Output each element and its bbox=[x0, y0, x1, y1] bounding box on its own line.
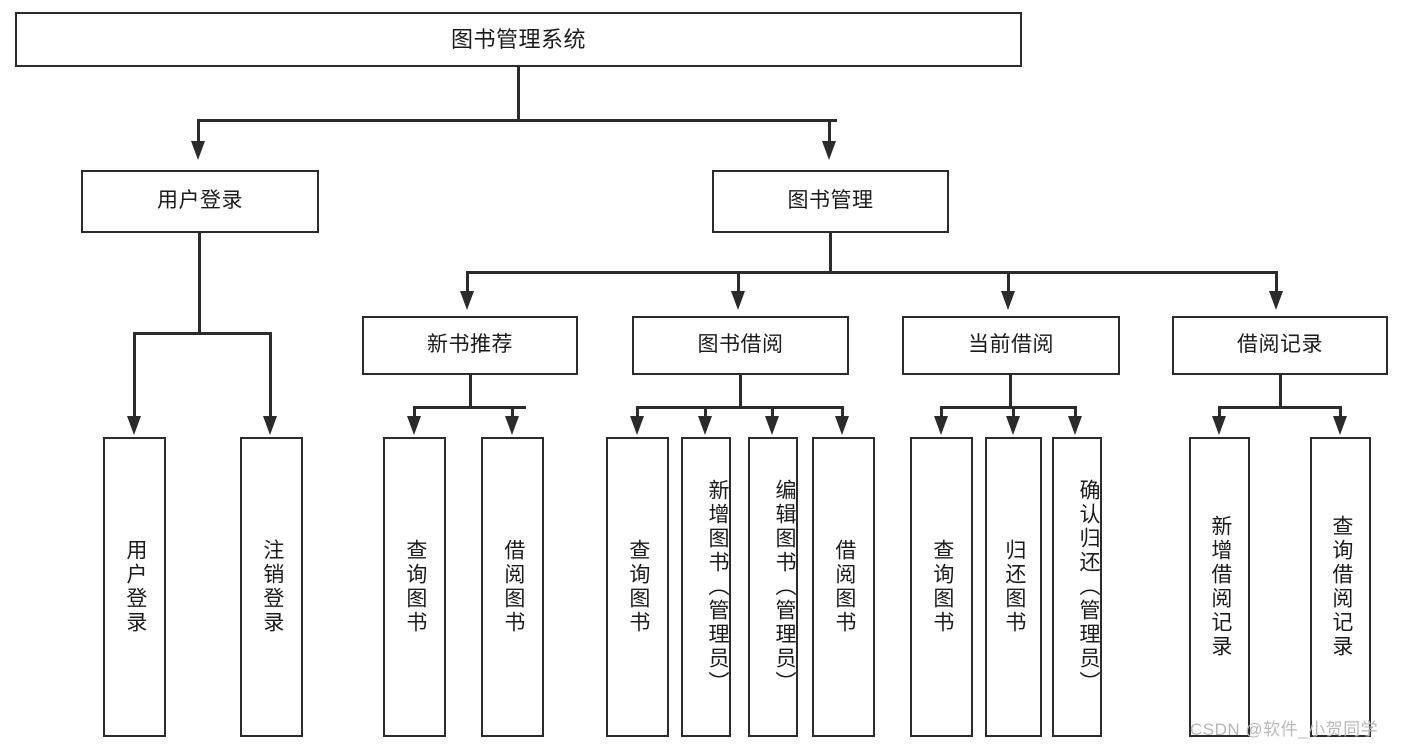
arrow-user-login-to-leaf-1 bbox=[127, 416, 141, 435]
connector-user-login-to-leaf-2 bbox=[269, 332, 272, 418]
node-book-borrowing[interactable]: 图书借阅 bbox=[632, 316, 849, 375]
arrow-current-borrow-to-leaf-2 bbox=[1006, 416, 1020, 435]
arrow-borrow-record-to-leaf-1 bbox=[1212, 416, 1226, 435]
connector-book-borrow-stem bbox=[739, 375, 742, 408]
connector-book-borrow-bus bbox=[636, 406, 844, 409]
connector-borrow-record-stem bbox=[1279, 375, 1282, 408]
leaf-node-add-book-admin[interactable]: 新增图书（管理员） bbox=[681, 437, 731, 737]
connector-new-book-rec-stem bbox=[469, 375, 472, 408]
connector-current-borrow-bus bbox=[940, 406, 1077, 409]
connector-book-manage-to-book-borrow bbox=[737, 271, 740, 293]
leaf-node-query-book-recommendation[interactable]: 查询图书 bbox=[383, 437, 446, 737]
leaf-node-query-borrow-record[interactable]: 查询借阅记录 bbox=[1310, 437, 1371, 737]
node-new-book-recommendation[interactable]: 新书推荐 bbox=[362, 316, 578, 375]
node-book-management[interactable]: 图书管理 bbox=[712, 170, 949, 233]
connector-new-book-rec-bus bbox=[413, 406, 526, 409]
arrow-book-borrow-to-leaf-1 bbox=[630, 416, 644, 435]
connector-book-manage-to-borrow-record bbox=[1275, 271, 1278, 293]
connector-book-manage-bus bbox=[466, 271, 1278, 274]
connector-current-borrow-stem bbox=[1009, 375, 1012, 408]
connector-book-borrow-to-leaf-4 bbox=[841, 406, 844, 418]
node-root-book-management-system[interactable]: 图书管理系统 bbox=[15, 12, 1022, 67]
csdn-watermark: CSDN @软件_小贺同学 bbox=[1190, 720, 1379, 739]
arrow-book-borrow-to-leaf-2 bbox=[698, 416, 712, 435]
connector-book-manage-to-current-borrow bbox=[1007, 271, 1010, 293]
connector-user-login-to-leaf-1 bbox=[133, 332, 136, 418]
arrow-book-borrow-to-leaf-3 bbox=[765, 416, 779, 435]
arrow-current-borrow-to-leaf-3 bbox=[1068, 416, 1082, 435]
connector-current-borrow-to-leaf-3 bbox=[1074, 406, 1077, 418]
connector-borrow-record-bus bbox=[1218, 406, 1342, 409]
leaf-node-user-login[interactable]: 用户登录 bbox=[103, 437, 166, 737]
connector-user-login-bus bbox=[133, 332, 271, 335]
leaf-node-add-borrow-record[interactable]: 新增借阅记录 bbox=[1189, 437, 1250, 737]
leaf-node-borrow-book-recommendation[interactable]: 借阅图书 bbox=[481, 437, 544, 737]
arrow-borrow-record-to-leaf-2 bbox=[1333, 416, 1347, 435]
arrow-book-manage-to-new-book-rec bbox=[460, 291, 474, 310]
arrow-root-to-user-login bbox=[191, 141, 205, 160]
arrow-book-borrow-to-leaf-4 bbox=[835, 416, 849, 435]
connector-borrow-record-to-leaf-2 bbox=[1339, 406, 1342, 418]
connector-book-borrow-to-leaf-3 bbox=[771, 406, 774, 418]
connector-borrow-record-to-leaf-1 bbox=[1218, 406, 1221, 418]
connector-new-book-rec-to-leaf-1 bbox=[413, 406, 416, 418]
arrow-book-manage-to-book-borrow bbox=[731, 291, 745, 310]
leaf-node-query-book-current[interactable]: 查询图书 bbox=[910, 437, 973, 737]
connector-current-borrow-to-leaf-2 bbox=[1012, 406, 1015, 418]
connector-current-borrow-to-leaf-1 bbox=[940, 406, 943, 418]
connector-user-login-stem bbox=[198, 233, 201, 334]
node-user-login[interactable]: 用户登录 bbox=[81, 170, 319, 233]
node-current-borrowing[interactable]: 当前借阅 bbox=[902, 316, 1120, 375]
leaf-node-query-book-borrowing[interactable]: 查询图书 bbox=[606, 437, 669, 737]
connector-root-to-book-manage bbox=[828, 119, 831, 143]
node-borrowing-record[interactable]: 借阅记录 bbox=[1172, 316, 1388, 375]
arrow-new-book-rec-to-leaf-2 bbox=[505, 416, 519, 435]
leaf-node-confirm-return-admin[interactable]: 确认归还（管理员） bbox=[1052, 437, 1102, 737]
connector-book-borrow-to-leaf-2 bbox=[704, 406, 707, 418]
connector-book-borrow-to-leaf-1 bbox=[636, 406, 639, 418]
connector-root-bus bbox=[197, 119, 837, 122]
arrow-new-book-rec-to-leaf-1 bbox=[407, 416, 421, 435]
connector-book-manage-to-new-book-rec bbox=[466, 271, 469, 293]
connector-root-to-user-login bbox=[197, 119, 200, 143]
connector-book-manage-stem bbox=[829, 233, 832, 273]
connector-new-book-rec-to-leaf-2 bbox=[511, 406, 514, 418]
arrow-book-manage-to-current-borrow bbox=[1001, 291, 1015, 310]
leaf-node-logout[interactable]: 注销登录 bbox=[240, 437, 303, 737]
arrow-book-manage-to-borrow-record bbox=[1269, 291, 1283, 310]
arrow-root-to-book-manage bbox=[822, 141, 836, 160]
arrow-current-borrow-to-leaf-1 bbox=[934, 416, 948, 435]
leaf-node-borrow-book-borrowing[interactable]: 借阅图书 bbox=[812, 437, 875, 737]
arrow-user-login-to-leaf-2 bbox=[263, 416, 277, 435]
leaf-node-edit-book-admin[interactable]: 编辑图书（管理员） bbox=[748, 437, 798, 737]
connector-root-stem bbox=[517, 67, 520, 121]
leaf-node-return-book[interactable]: 归还图书 bbox=[985, 437, 1042, 737]
